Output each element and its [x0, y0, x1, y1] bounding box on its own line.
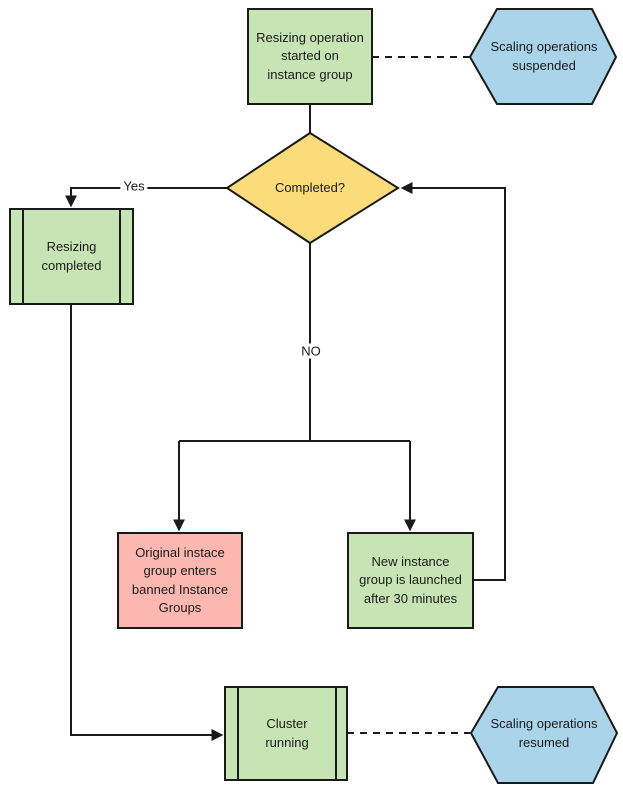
edge-new-group-to-decision-loop [400, 182, 506, 581]
node-cluster [224, 686, 348, 781]
node-banned [117, 532, 243, 629]
edge-resizing-completed-to-cluster [70, 304, 224, 741]
node-start [247, 8, 373, 105]
node-resumed-hexagon [469, 686, 619, 784]
node-resizing-completed [9, 208, 134, 305]
node-cluster-rect [224, 686, 348, 781]
node-suspended-hexagon [468, 8, 618, 105]
node-resizing-completed-rect [9, 208, 134, 305]
node-new-group [347, 532, 474, 629]
node-completed-diamond [225, 131, 400, 245]
edge-yes-to-resizing-completed [65, 187, 227, 208]
